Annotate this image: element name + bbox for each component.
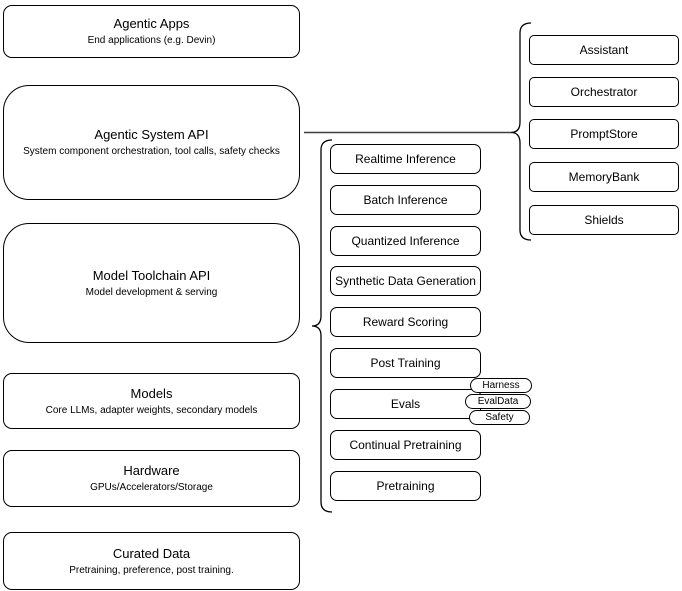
- node-label: Quantized Inference: [351, 234, 460, 248]
- node-synthetic-data-generation: Synthetic Data Generation: [330, 266, 481, 296]
- layer-subtitle: Pretraining, preference, post training.: [69, 564, 234, 576]
- node-label: Synthetic Data Generation: [335, 274, 476, 288]
- node-label: Assistant: [579, 43, 629, 57]
- node-label: Evals: [390, 397, 421, 411]
- layer-subtitle: System component orchestration, tool cal…: [23, 146, 280, 157]
- system-components-brace: [510, 22, 532, 241]
- tag-label: Harness: [482, 379, 520, 391]
- node-label: Pretraining: [376, 479, 435, 493]
- layer-title: Agentic System API: [94, 127, 209, 142]
- layer-subtitle: Model development & serving: [85, 286, 218, 298]
- node-pretraining: Pretraining: [330, 471, 481, 501]
- node-label: Realtime Inference: [355, 152, 456, 166]
- layer-model-toolchain-api: Model Toolchain API Model development & …: [3, 223, 300, 343]
- layer-hardware: Hardware GPUs/Accelerators/Storage: [3, 450, 300, 507]
- layer-models: Models Core LLMs, adapter weights, secon…: [3, 373, 300, 429]
- layer-title: Models: [130, 385, 173, 401]
- node-post-training: Post Training: [330, 348, 481, 378]
- tag-label: Safety: [485, 411, 514, 423]
- tag-safety: Safety: [469, 410, 530, 425]
- node-quantized-inference: Quantized Inference: [330, 226, 481, 256]
- layer-curated-data: Curated Data Pretraining, preference, po…: [3, 532, 300, 590]
- toolchain-brace: [311, 139, 333, 513]
- layer-agentic-system-api: Agentic System API System component orch…: [3, 85, 300, 200]
- node-reward-scoring: Reward Scoring: [330, 307, 481, 337]
- node-shields: Shields: [529, 205, 679, 235]
- node-label: Batch Inference: [363, 193, 448, 207]
- node-evals: Evals: [330, 389, 481, 419]
- node-label: PromptStore: [570, 127, 638, 141]
- node-label: Continual Pretraining: [349, 438, 462, 452]
- tag-evaldata: EvalData: [465, 394, 531, 409]
- node-assistant: Assistant: [529, 35, 679, 65]
- layer-title: Agentic Apps: [113, 16, 190, 31]
- layer-subtitle: End applications (e.g. Devin): [87, 35, 216, 46]
- node-orchestrator: Orchestrator: [529, 77, 679, 107]
- layer-title: Model Toolchain API: [92, 267, 211, 283]
- tag-harness: Harness: [470, 378, 532, 393]
- node-memorybank: MemoryBank: [529, 162, 679, 192]
- node-batch-inference: Batch Inference: [330, 185, 481, 215]
- tag-label: EvalData: [477, 395, 519, 407]
- node-promptstore: PromptStore: [529, 119, 679, 149]
- layer-title: Curated Data: [112, 545, 191, 561]
- layer-subtitle: Core LLMs, adapter weights, secondary mo…: [45, 404, 258, 416]
- node-label: Reward Scoring: [362, 315, 449, 329]
- node-label: MemoryBank: [568, 170, 640, 184]
- layer-agentic-apps: Agentic Apps End applications (e.g. Devi…: [3, 5, 300, 58]
- node-continual-pretraining: Continual Pretraining: [330, 430, 481, 460]
- node-realtime-inference: Realtime Inference: [330, 144, 481, 174]
- node-label: Post Training: [370, 356, 441, 370]
- node-label: Shields: [584, 213, 624, 227]
- node-label: Orchestrator: [570, 85, 638, 99]
- layer-subtitle: GPUs/Accelerators/Storage: [90, 482, 213, 493]
- layer-title: Hardware: [123, 463, 180, 478]
